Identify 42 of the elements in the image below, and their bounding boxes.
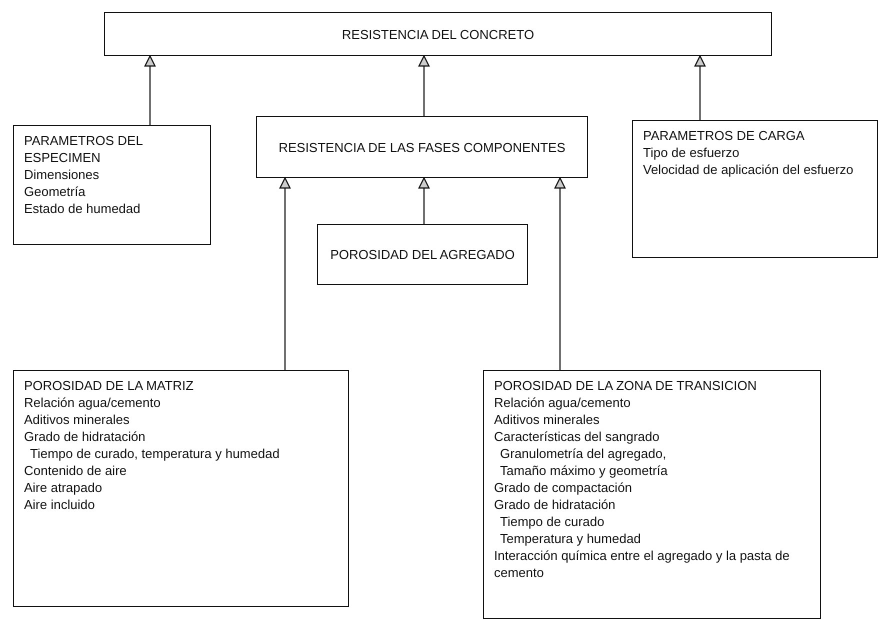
list-item: Aditivos minerales [494, 411, 600, 428]
box-heading: POROSIDAD DEL AGREGADO [329, 246, 516, 263]
text-box [13, 125, 211, 245]
arrow [418, 177, 430, 224]
list-item: Granulometría del agregado, [499, 445, 668, 462]
list-item: Aditivos minerales [24, 411, 130, 428]
box-heading: PARAMETROS DE CARGA [643, 127, 806, 144]
list-item: Aire atrapado [24, 479, 104, 496]
list-item: Tamaño máximo y geometría [499, 462, 669, 479]
text-box [483, 370, 821, 619]
list-item: Dimensiones [24, 166, 100, 183]
list-item: Características del sangrado [494, 428, 660, 445]
list-item: Aire incluido [24, 496, 96, 513]
list-item: Relación agua/cemento [24, 394, 162, 411]
text-box [104, 12, 772, 56]
text-box [632, 120, 878, 258]
list-item: Grado de compactación [494, 479, 634, 496]
arrow [279, 177, 291, 370]
list-item: Tiempo de curado, temperatura y humedad [29, 445, 281, 462]
box-heading: POROSIDAD DE LA MATRIZ [24, 377, 195, 394]
arrow [694, 55, 706, 120]
list-item: Estado de humedad [24, 200, 142, 217]
arrow [144, 55, 156, 125]
list-item: Relación agua/cemento [494, 394, 632, 411]
box-heading: RESISTENCIA DEL CONCRETO [340, 26, 536, 42]
list-item: Tiempo de curado [499, 513, 606, 530]
list-item: Contenido de aire [24, 462, 128, 479]
list-item: Tipo de esfuerzo [643, 144, 740, 161]
list-item: Temperatura y humedad [499, 530, 642, 547]
box-heading: RESISTENCIA DE LAS FASES COMPONENTES [278, 138, 566, 156]
arrow [554, 177, 566, 370]
box-heading: POROSIDAD DE LA ZONA DE TRANSICION [494, 377, 758, 394]
list-item: Grado de hidratación [494, 496, 616, 513]
text-box [317, 224, 528, 285]
text-box [13, 370, 349, 607]
box-heading: PARAMETROS DEL ESPECIMEN [24, 132, 144, 166]
list-item: Geometría [24, 183, 86, 200]
arrow [418, 55, 430, 116]
text-box [256, 116, 588, 178]
list-item: Grado de hidratación [24, 428, 146, 445]
list-item: Interacción química entre el agregado y la pasta de cemento [494, 547, 791, 581]
list-item: Velocidad de aplicación del esfuerzo [643, 161, 854, 178]
